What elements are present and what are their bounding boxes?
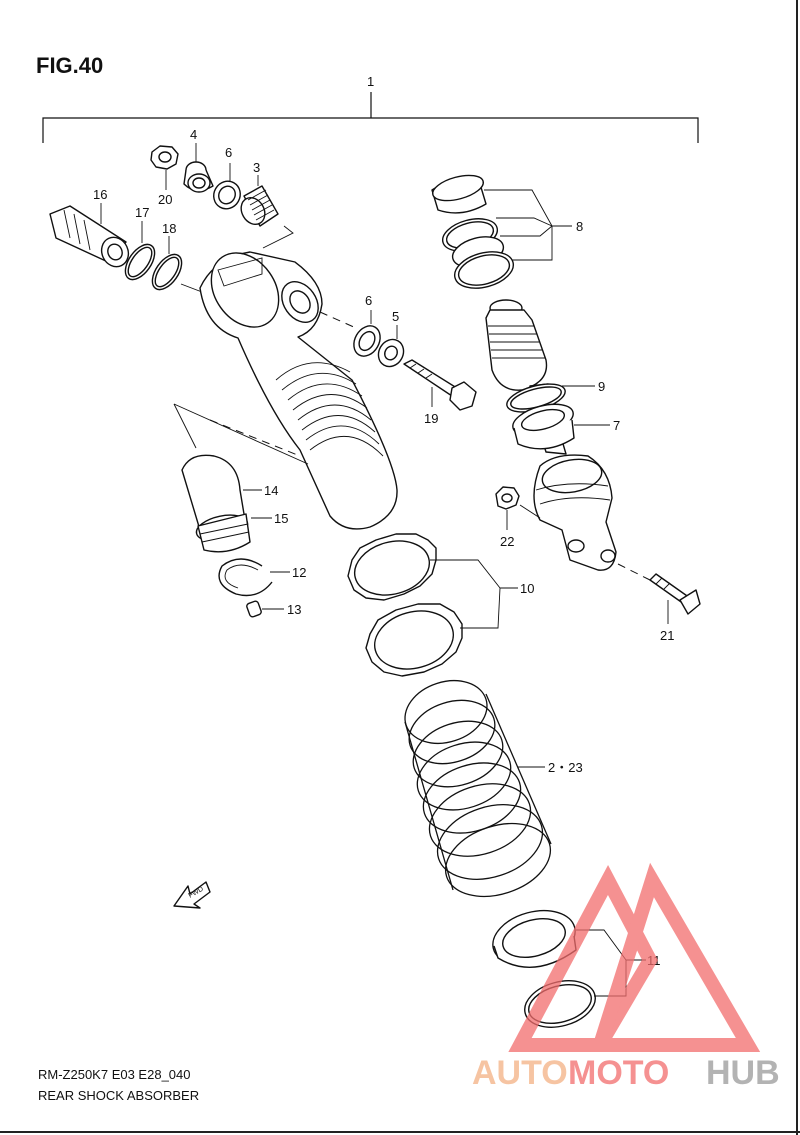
watermark-triangle-left	[508, 865, 659, 1052]
part-16-adjuster	[49, 205, 130, 268]
callout-13: 13	[287, 602, 301, 617]
callout-7: 7	[613, 418, 620, 433]
part-6-seal-mid	[353, 325, 381, 357]
part-19-bolt	[403, 359, 477, 411]
callout-20: 20	[158, 192, 172, 207]
part-2-23-spring	[404, 680, 552, 898]
watermark-triangle-right	[590, 862, 761, 1052]
lower-clevis	[533, 454, 617, 571]
svg-text:HUB: HUB	[706, 1054, 780, 1092]
callout-15: 15	[274, 511, 288, 526]
part-8-rings	[431, 174, 515, 289]
part-5-collar	[377, 338, 405, 368]
shock-body	[199, 251, 398, 530]
model-code: RM-Z250K7 E03 E28_040	[38, 1067, 190, 1082]
callout-10: 10	[520, 581, 534, 596]
callout-6a: 6	[225, 145, 232, 160]
part-10-locknut-lower	[365, 603, 463, 677]
callout-16: 16	[93, 187, 107, 202]
part-10-locknut-upper	[347, 533, 437, 601]
part-4-collar	[183, 161, 214, 193]
part-11-seat	[492, 909, 577, 968]
svg-text:MOTO: MOTO	[568, 1054, 669, 1092]
callout-8: 8	[576, 219, 583, 234]
part-22-nut	[495, 486, 520, 510]
callout-4: 4	[190, 127, 197, 142]
figure-title: FIG.40	[36, 53, 103, 78]
part-17-o-ring	[124, 243, 156, 281]
callout-2-23: 2・23	[548, 760, 583, 775]
watermark-logo: AUTO MOTO HUB	[472, 862, 780, 1092]
callout-12: 12	[292, 565, 306, 580]
callout-14: 14	[264, 483, 278, 498]
callout-6b: 6	[365, 293, 372, 308]
callout-3: 3	[253, 160, 260, 175]
part-13-valve-cap	[246, 600, 262, 618]
callout-1: 1	[367, 74, 374, 89]
callout-5: 5	[392, 309, 399, 324]
svg-text:AUTO: AUTO	[472, 1054, 568, 1092]
part-20-nut	[150, 145, 179, 170]
part-12-circlip	[218, 558, 273, 597]
callout-19: 19	[424, 411, 438, 426]
callout-9: 9	[598, 379, 605, 394]
part-7-spring-seat	[512, 403, 575, 450]
callout-17: 17	[135, 205, 149, 220]
part-3-bearing	[240, 185, 279, 227]
fwd-arrow-icon: FWD	[173, 881, 211, 909]
part-6-seal-upper	[213, 180, 241, 210]
assembly-bracket	[42, 92, 699, 143]
callout-21: 21	[660, 628, 674, 643]
part-21-bolt	[649, 573, 701, 615]
callout-22: 22	[500, 534, 514, 549]
callout-18: 18	[162, 221, 176, 236]
figure-name: REAR SHOCK ABSORBER	[38, 1088, 199, 1103]
part-15-cap	[197, 513, 251, 553]
part-18-o-ring	[151, 253, 183, 291]
